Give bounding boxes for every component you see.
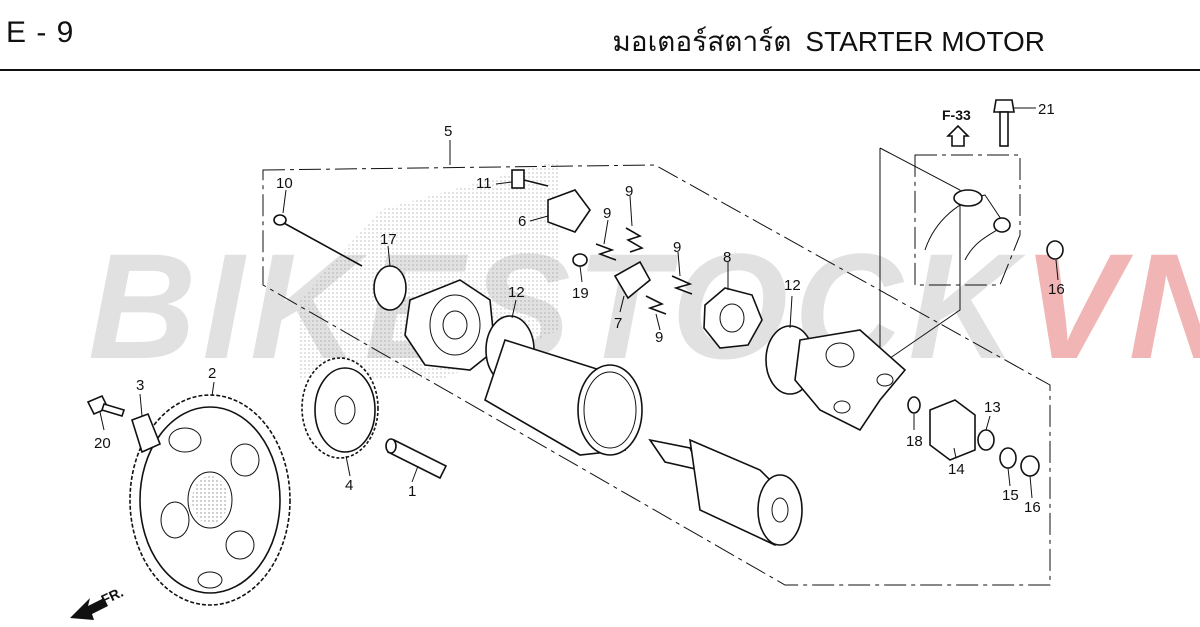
assembly-bracket [262, 164, 1051, 586]
part-insulator-14[interactable] [929, 399, 976, 461]
callout-12b: 12 [784, 277, 801, 294]
part-starter-cable [924, 189, 1011, 261]
callout-10: 10 [276, 175, 293, 192]
callout-5: 5 [444, 123, 452, 140]
part-spring-9d[interactable] [645, 295, 667, 315]
callout-11: 11 [476, 175, 492, 192]
callout-21: 21 [1038, 101, 1055, 118]
callout-14: 14 [948, 461, 965, 478]
part-plate-3[interactable] [131, 412, 162, 454]
callout-18: 18 [906, 433, 923, 450]
part-bolt-21[interactable] [993, 99, 1015, 147]
part-brush-holder-8[interactable] [703, 287, 763, 349]
part-reduction-gear[interactable] [301, 357, 379, 459]
part-brush-6[interactable] [547, 189, 591, 233]
callout-6: 6 [518, 213, 526, 230]
callout-9b: 9 [603, 205, 611, 222]
callout-7: 7 [614, 315, 622, 332]
part-driven-gear[interactable] [129, 394, 291, 606]
callout-16a: 16 [1048, 281, 1065, 298]
callout-2: 2 [208, 365, 216, 382]
part-shaft[interactable] [385, 438, 448, 480]
front-direction: FR. [70, 584, 126, 620]
page-header: E - 9 มอเตอร์สตาร์ต STARTER MOTOR [0, 0, 1200, 71]
part-nut-16a[interactable] [1046, 240, 1064, 260]
reference-label: F-33 [942, 107, 971, 123]
part-o-ring-17[interactable] [373, 265, 407, 311]
callout-leaders [99, 181, 1059, 499]
page-title-english: STARTER MOTOR [805, 26, 1045, 57]
front-direction-label: FR. [99, 584, 126, 608]
callout-4: 4 [345, 477, 353, 494]
part-long-bolt[interactable] [273, 214, 363, 267]
link-lines [879, 147, 961, 366]
callout-8: 8 [723, 249, 731, 266]
part-screw-19[interactable] [572, 253, 588, 267]
part-spring-9c[interactable] [671, 275, 693, 295]
page-title: มอเตอร์สตาร์ต STARTER MOTOR [612, 20, 1045, 64]
part-washer-18[interactable] [907, 396, 921, 414]
callout-13: 13 [984, 399, 1001, 416]
exploded-parts-diagram: F-33 FR. 5 10 11 6 17 9 9 9 [70, 99, 1065, 620]
callout-12a: 12 [508, 284, 525, 301]
callout-19: 19 [572, 285, 589, 302]
sub-bracket [914, 154, 1021, 286]
callout-20: 20 [94, 435, 111, 452]
page-title-thai: มอเตอร์สตาร์ต [612, 26, 792, 57]
part-bolt-20[interactable] [86, 394, 126, 417]
callout-15: 15 [1002, 487, 1019, 504]
part-front-cover[interactable] [404, 279, 496, 371]
header-rule [0, 69, 1200, 71]
page-code: E - 9 [6, 16, 75, 49]
callout-1: 1 [408, 483, 416, 500]
part-spring-9b[interactable] [595, 243, 617, 261]
part-o-ring-13[interactable] [977, 429, 995, 451]
part-rear-cover[interactable] [794, 329, 907, 432]
part-nut-16b[interactable] [1020, 455, 1040, 477]
callout-9a: 9 [625, 183, 633, 200]
part-yoke[interactable] [484, 339, 643, 456]
callout-9d: 9 [655, 329, 663, 346]
callout-17: 17 [380, 231, 397, 248]
up-arrow-icon [946, 124, 970, 147]
callout-16b: 16 [1024, 499, 1041, 516]
part-washer-15[interactable] [999, 447, 1017, 469]
callout-9c: 9 [673, 239, 681, 256]
callout-3: 3 [136, 377, 144, 394]
part-spring-9a[interactable] [625, 227, 644, 253]
part-screw-11[interactable] [511, 169, 549, 189]
part-armature[interactable] [648, 438, 803, 547]
part-brush-7[interactable] [613, 260, 652, 300]
